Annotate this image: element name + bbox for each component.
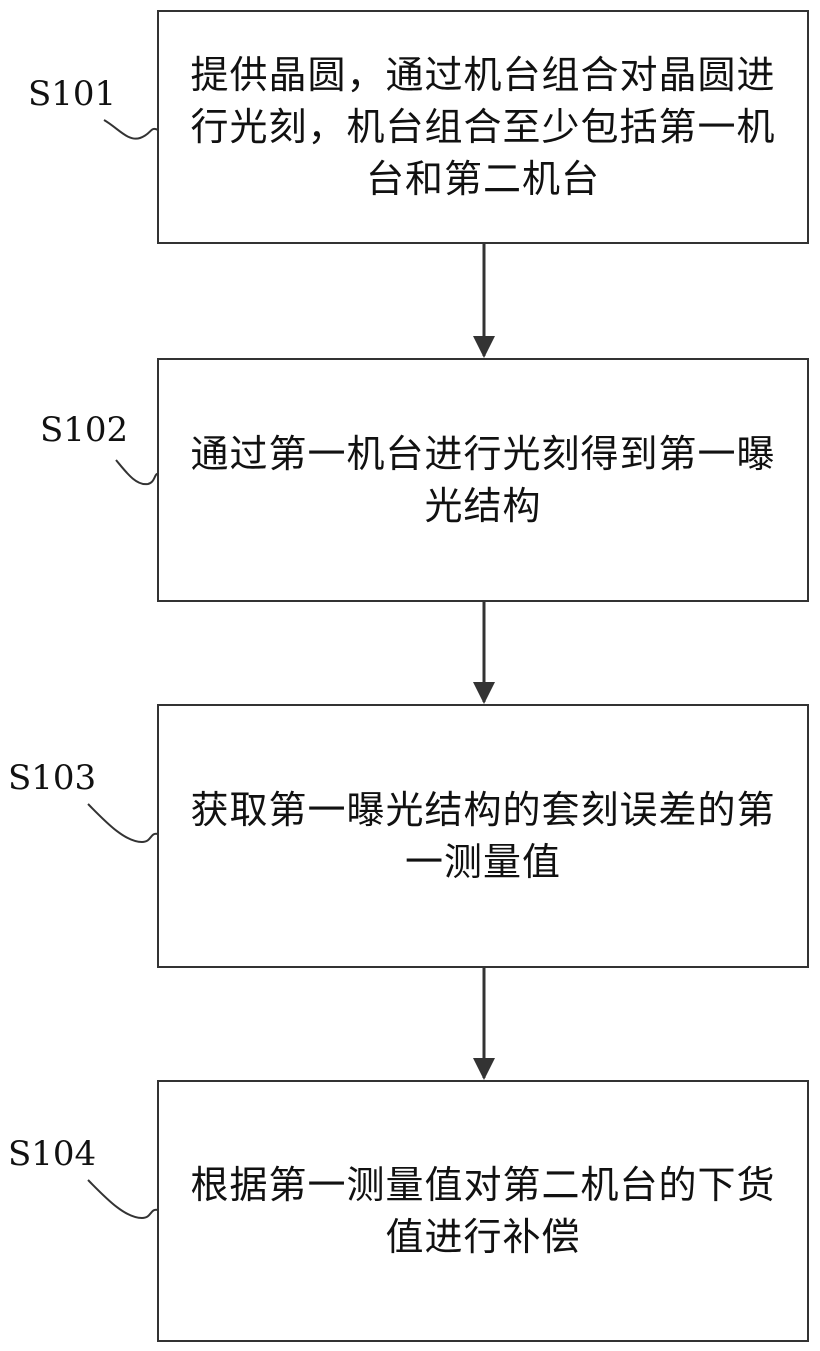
leader-line-s101 <box>103 119 159 140</box>
step-label-s104: S104 <box>8 1134 97 1174</box>
step-label-s101: S101 <box>28 74 117 114</box>
step-box-s101: 提供晶圆，通过机台组合对晶圆进行光刻，机台组合至少包括第一机台和第二机台 <box>157 10 809 244</box>
step-text-s102: 通过第一机台进行光刻得到第一曝光结构 <box>190 432 776 528</box>
step-label-s103: S103 <box>8 758 97 798</box>
step-text-s103: 获取第一曝光结构的套刻误差的第一测量值 <box>190 788 776 884</box>
step-text-s101: 提供晶圆，通过机台组合对晶圆进行光刻，机台组合至少包括第一机台和第二机台 <box>190 53 776 201</box>
step-box-s103: 获取第一曝光结构的套刻误差的第一测量值 <box>157 704 809 968</box>
step-label-s102: S102 <box>40 410 129 450</box>
step-box-s102: 通过第一机台进行光刻得到第一曝光结构 <box>157 358 809 602</box>
arrowhead-s103-s104 <box>473 1058 495 1080</box>
arrowhead-s101-s102 <box>473 336 495 358</box>
arrowhead-s102-s103 <box>473 682 495 704</box>
leader-line-s104 <box>87 1179 159 1220</box>
step-box-s104: 根据第一测量值对第二机台的下货值进行补偿 <box>157 1080 809 1342</box>
step-text-s104: 根据第一测量值对第二机台的下货值进行补偿 <box>190 1163 776 1259</box>
leader-line-s103 <box>87 803 159 844</box>
leader-line-s102 <box>115 459 160 486</box>
